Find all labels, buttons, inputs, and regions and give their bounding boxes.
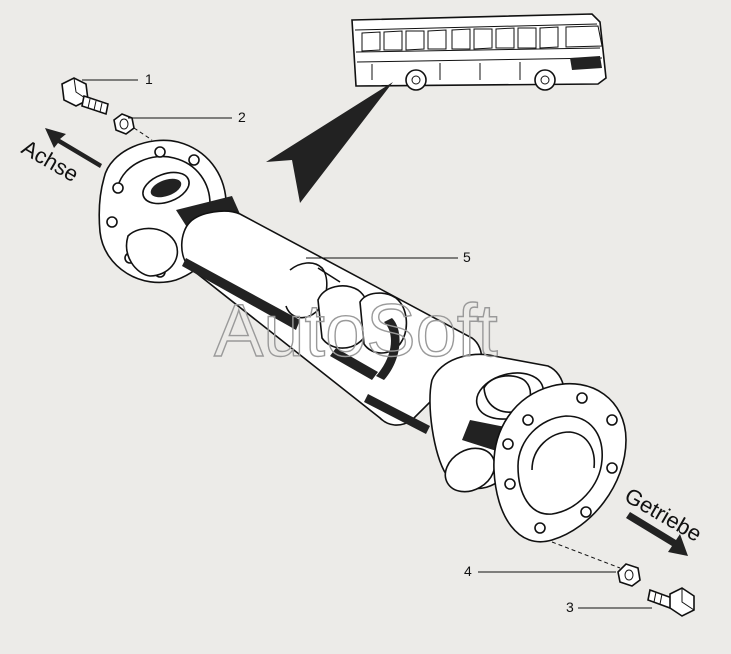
drive-shaft-icon [180, 210, 483, 434]
callout-5: 5 [463, 249, 471, 265]
direction-arrow-icon [45, 128, 102, 168]
bolt-icon [647, 587, 695, 617]
callout-2: 2 [238, 109, 246, 125]
leader-lines [82, 79, 652, 609]
nut-icon [617, 563, 641, 587]
direction-arrow-icon [626, 512, 688, 556]
callout-3: 3 [566, 599, 574, 615]
pointer-arrow-icon [266, 82, 393, 203]
direction-label-achse: Achse [18, 135, 83, 187]
callout-1: 1 [145, 71, 153, 87]
watermark-autosoft: AutoSoft [214, 289, 498, 372]
nut-icon [113, 113, 153, 141]
bolt-icon [61, 77, 109, 116]
flange-icon [429, 353, 627, 569]
callout-4: 4 [464, 563, 472, 579]
bus-icon [351, 13, 607, 91]
